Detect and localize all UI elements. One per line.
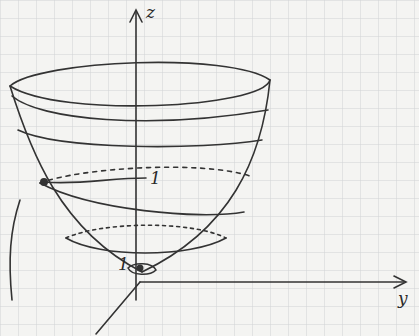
pencil-strokes (10, 10, 406, 334)
callout-number: 1 (150, 170, 161, 187)
axis-label: z (146, 4, 155, 21)
callout-number: 1 (118, 256, 129, 273)
axis-label: y (398, 290, 408, 307)
